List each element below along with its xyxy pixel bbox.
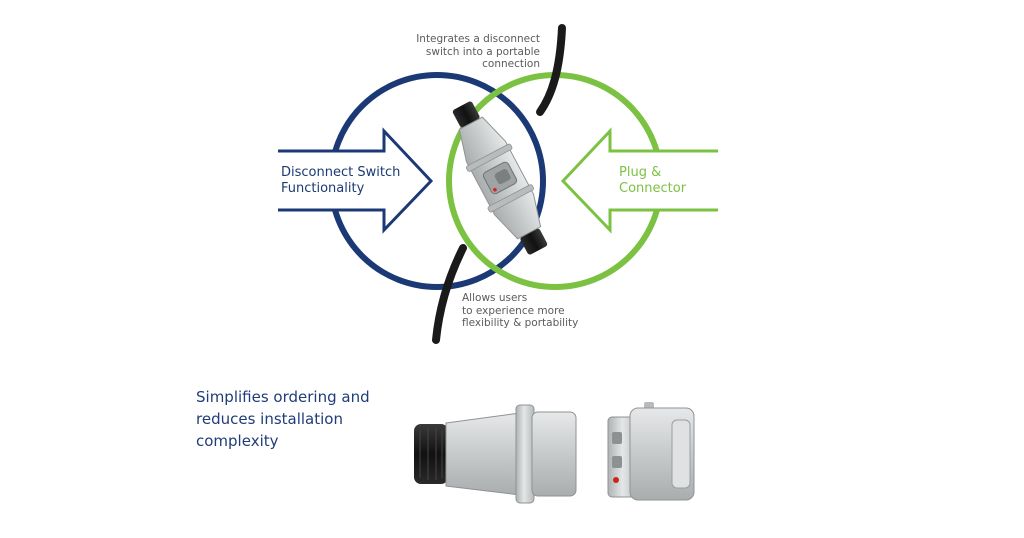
top-note-line-1: Integrates a disconnect bbox=[416, 33, 540, 45]
bottom-note-line-1: Allows users bbox=[462, 292, 528, 304]
caption-line-1: Simplifies ordering and bbox=[196, 388, 370, 406]
top-note-line-3: connection bbox=[482, 58, 540, 71]
caption-line-3: complexity bbox=[196, 431, 279, 450]
cable-bottom bbox=[432, 244, 467, 344]
left-arrow-shape bbox=[278, 127, 434, 234]
inline-disconnect-connector bbox=[452, 101, 548, 255]
right-arrow-shape bbox=[560, 127, 718, 234]
plug-photo bbox=[414, 404, 577, 504]
bottom-note: Allows users to experience more flexibil… bbox=[462, 292, 602, 330]
right-arrow-line-1: Plug & bbox=[619, 165, 662, 180]
bottom-note-line-3: flexibility & portability bbox=[462, 317, 579, 330]
top-note-line-2: switch into a portable bbox=[425, 45, 540, 58]
left-arrow-line-1: Disconnect Switch bbox=[281, 165, 401, 180]
top-note: Integrates a disconnect switch into a po… bbox=[386, 33, 540, 71]
bottom-note-line-2: to experience more bbox=[462, 304, 565, 317]
right-arrow-label: Plug & Connector bbox=[619, 165, 709, 196]
left-arrow-label: Disconnect Switch Functionality bbox=[281, 165, 411, 196]
left-arrow-line-2: Functionality bbox=[281, 180, 365, 196]
right-arrow-line-2: Connector bbox=[619, 180, 687, 196]
caption-line-2: reduces installation bbox=[196, 409, 343, 428]
caption: Simplifies ordering and reduces installa… bbox=[196, 387, 396, 452]
cable-top bbox=[536, 24, 566, 116]
receptacle-photo bbox=[607, 402, 695, 501]
